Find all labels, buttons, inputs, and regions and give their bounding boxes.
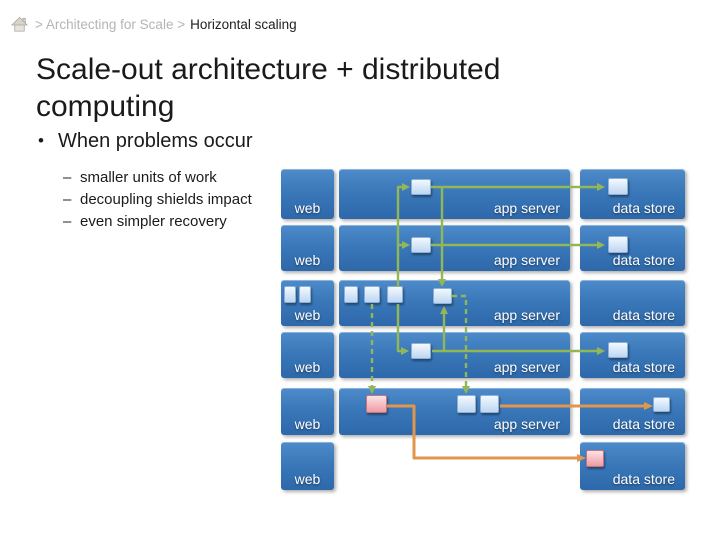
app-server-box-row-1: app server [339,169,570,219]
data-store-label: data store [612,416,675,432]
data-store-box-row-1: data store [580,169,685,219]
work-unit-chip [433,288,452,304]
data-store-box-row-2: data store [580,225,685,271]
work-unit-chip [480,395,499,413]
web-label: web [294,471,321,487]
web-box-row-4: web [281,332,334,378]
dash-marker: – [63,169,72,186]
dash-marker: – [63,213,72,230]
dash-marker: – [63,191,72,208]
failed-unit-chip [366,395,387,413]
bullet-marker: • [38,131,44,150]
home-icon [10,16,29,32]
data-store-label: data store [612,359,675,375]
app-server-box-row-2: app server [339,225,570,271]
sub-bullet: – even simpler recovery [63,211,252,233]
data-store-label: data store [612,252,675,268]
web-label: web [294,416,321,432]
web-label: web [294,359,321,375]
web-label: web [294,200,321,216]
sub-bullet-text: smaller units of work [80,169,217,186]
data-store-label: data store [612,307,675,323]
web-box-row-1: web [281,169,334,219]
sub-bullet-list: – smaller units of work – decoupling shi… [63,167,252,233]
data-store-box-row-4: data store [580,332,685,378]
data-store-box-row-3: data store [580,280,685,326]
sub-bullet: – smaller units of work [63,167,252,189]
work-unit-chip [387,286,403,303]
web-box-row-2: web [281,225,334,271]
web-box-row-6: web [281,442,334,490]
web-label: web [294,307,321,323]
work-unit-chip [364,286,380,303]
work-unit-chip [457,395,476,413]
data-store-label: data store [612,471,675,487]
sub-bullet-text: even simpler recovery [80,213,227,230]
bullet-main-text: When problems occur [58,130,253,152]
app-server-box-row-4: app server [339,332,570,378]
bullet-main: • When problems occur [38,129,253,153]
work-unit-chip [608,178,628,195]
work-unit-chip [653,397,670,412]
web-box-row-5: web [281,388,334,435]
work-unit-chip [411,237,431,253]
work-unit-chip [411,343,431,359]
breadcrumb: > Architecting for Scale > Horizontal sc… [10,15,297,34]
app-server-label: app server [493,307,560,323]
work-unit-chip [344,286,358,303]
work-unit-chip [608,342,628,358]
web-label: web [294,252,321,268]
work-unit-chip [608,236,628,253]
failed-unit-chip [586,450,604,467]
work-unit-chip [299,286,311,303]
app-server-label: app server [493,252,560,268]
breadcrumb-path: > Architecting for Scale > [35,17,186,32]
app-server-label: app server [493,359,560,375]
work-unit-chip [411,179,431,195]
app-server-label: app server [493,200,560,216]
work-unit-chip [284,286,296,303]
sub-bullet: – decoupling shields impact [63,189,252,211]
page-title: Scale-out architecture + distributed com… [36,53,501,123]
breadcrumb-current: Horizontal scaling [190,17,297,32]
app-server-label: app server [493,416,560,432]
sub-bullet-text: decoupling shields impact [80,191,252,208]
data-store-label: data store [612,200,675,216]
